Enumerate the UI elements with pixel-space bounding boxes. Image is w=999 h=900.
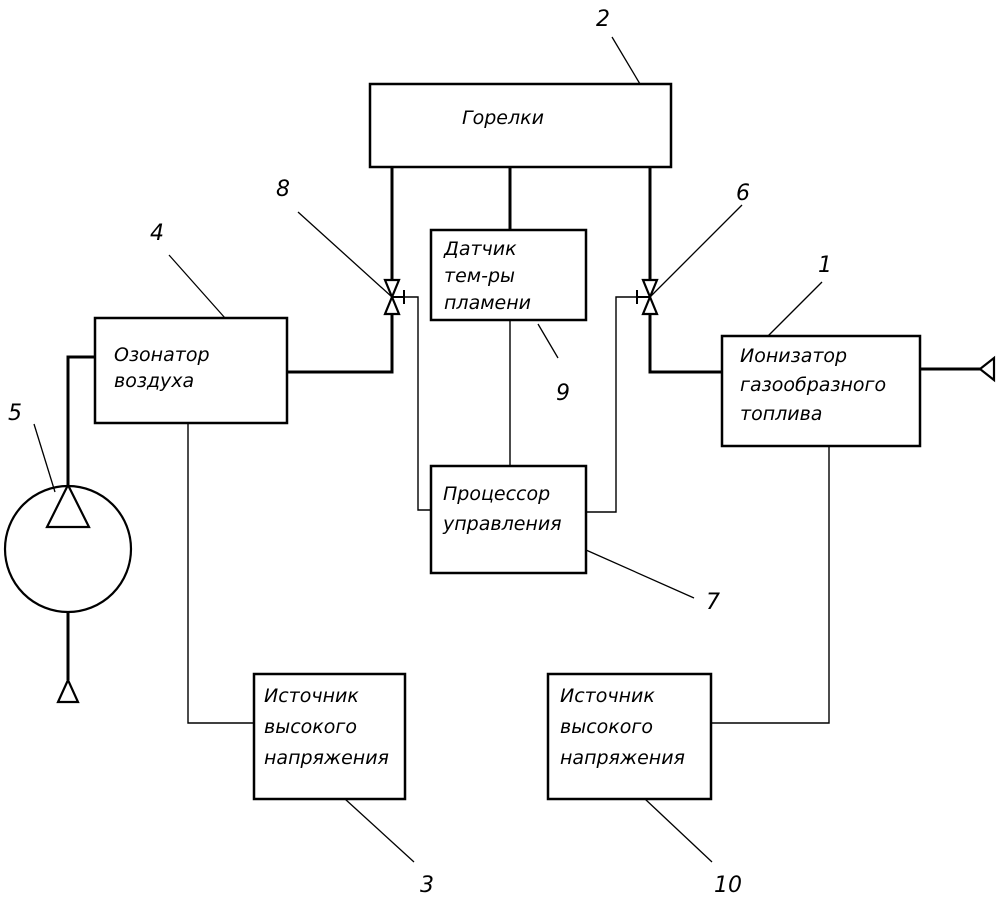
control-processor-block: Процессор управления bbox=[431, 466, 586, 573]
fuel-ionizer-label-line3: топлива bbox=[740, 403, 822, 425]
valve-fuel-icon bbox=[637, 280, 657, 314]
air-ozonator-label-line1: Озонатор bbox=[114, 344, 210, 366]
ref-number-4: 4 bbox=[150, 221, 164, 246]
control-processor-label-line1: Процессор bbox=[443, 483, 550, 505]
air-inlet-arrow-icon bbox=[58, 680, 78, 702]
hv-source-left-label-line1: Источник bbox=[264, 685, 359, 707]
hv-source-right-label-line3: напряжения bbox=[560, 747, 685, 769]
hv-source-right-label-line2: высокого bbox=[560, 716, 653, 738]
ref-number-3: 3 bbox=[420, 873, 434, 898]
hv-source-left-label-line3: напряжения bbox=[264, 747, 389, 769]
hv-source-left-label-line2: высокого bbox=[264, 716, 357, 738]
fuel-ionizer-label-line1: Ионизатор bbox=[740, 345, 847, 367]
air-ozonator-label-line2: воздуха bbox=[114, 370, 194, 392]
ref-number-2: 2 bbox=[596, 7, 610, 32]
ref-number-7: 7 bbox=[706, 590, 720, 615]
flame-sensor-label-line2: тем-ры bbox=[444, 265, 515, 287]
ref-number-10: 10 bbox=[714, 873, 742, 898]
air-ozonator-block: Озонатор воздуха bbox=[95, 318, 287, 423]
control-processor-label-line2: управления bbox=[442, 513, 562, 535]
flame-sensor-label-line3: пламени bbox=[444, 292, 531, 314]
hv-source-right-label-line1: Источник bbox=[560, 685, 655, 707]
burners-label: Горелки bbox=[462, 107, 544, 129]
ref-number-6: 6 bbox=[736, 181, 750, 206]
ref-number-1: 1 bbox=[818, 253, 832, 278]
hv-source-left-block: Источник высокого напряжения bbox=[254, 674, 405, 799]
fuel-ionizer-block: Ионизатор газообразного топлива bbox=[722, 336, 920, 446]
ref-number-8: 8 bbox=[276, 177, 290, 202]
flame-sensor-label-line1: Датчик bbox=[443, 238, 517, 260]
burners-block: Горелки bbox=[370, 84, 671, 167]
compressor-icon bbox=[5, 485, 131, 612]
pipe-air-line bbox=[287, 167, 392, 372]
fuel-inlet-arrow-icon bbox=[980, 358, 994, 380]
fuel-ionizer-label-line2: газообразного bbox=[740, 374, 886, 396]
ref-number-9: 9 bbox=[556, 381, 570, 406]
hv-source-right-block: Источник высокого напряжения bbox=[548, 674, 711, 799]
flame-sensor-block: Датчик тем-ры пламени bbox=[431, 230, 586, 320]
ref-number-5: 5 bbox=[8, 401, 22, 426]
valve-air-icon bbox=[385, 280, 404, 314]
